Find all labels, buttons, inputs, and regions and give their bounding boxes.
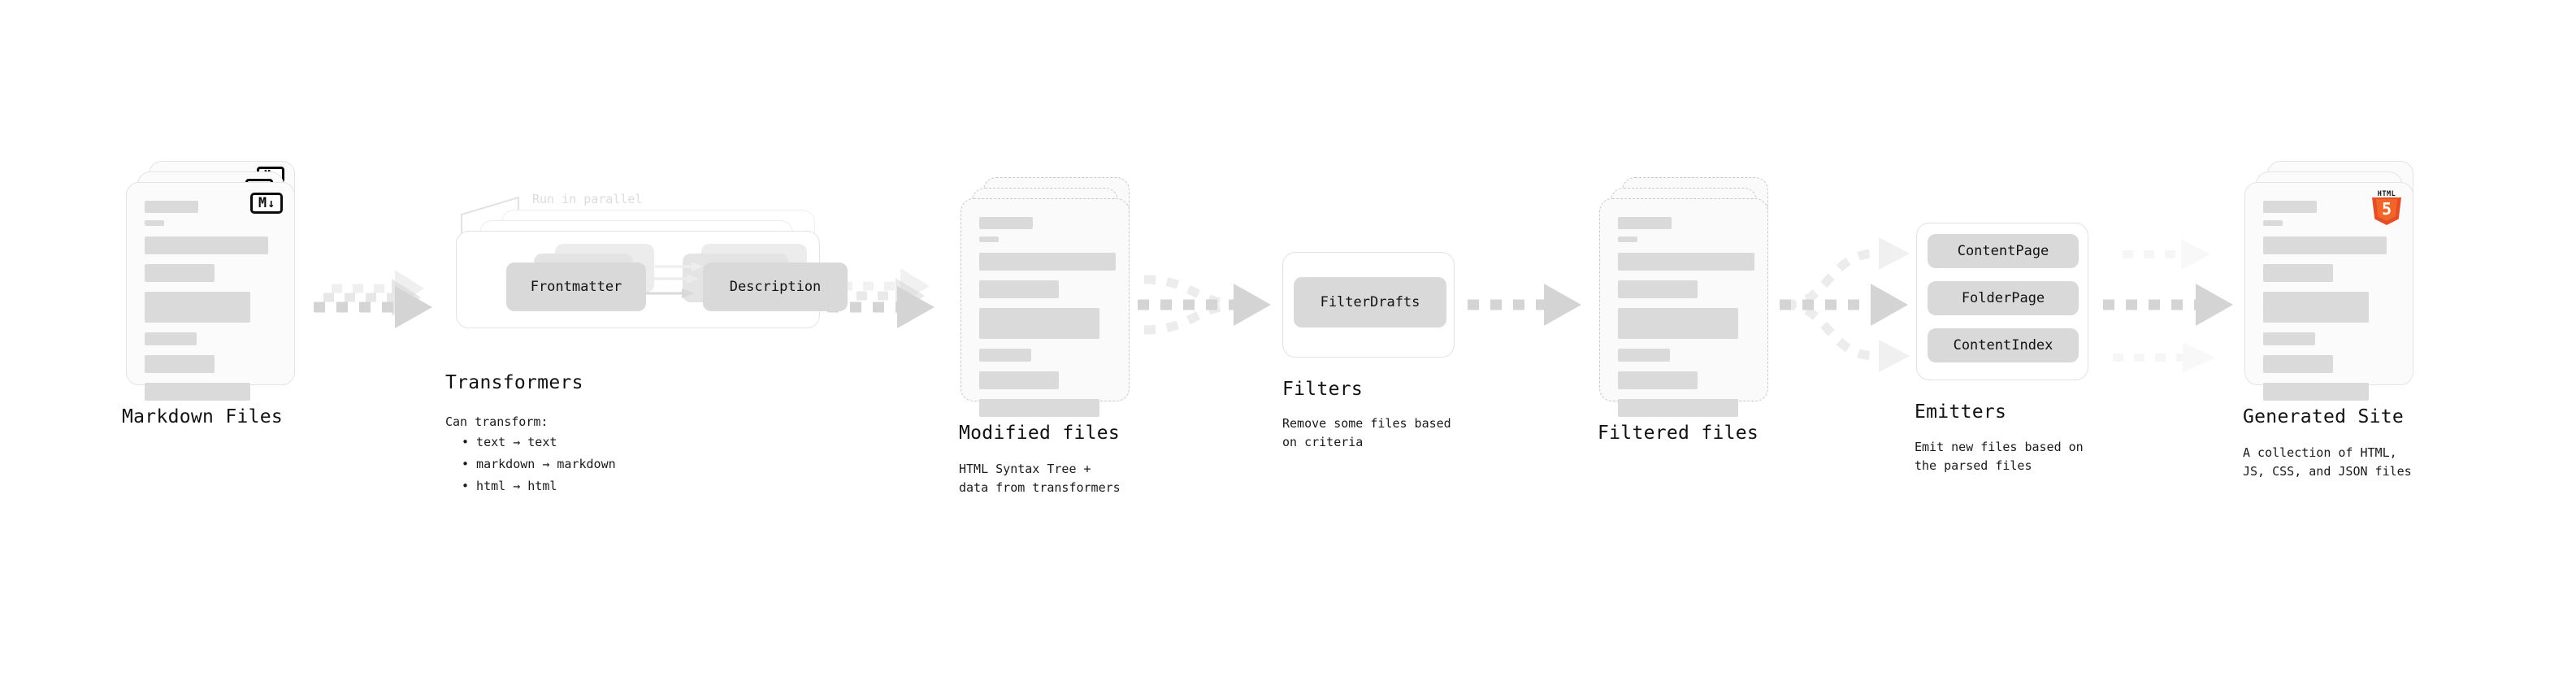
stage-filtered-files: Filtered files [1598, 177, 1772, 444]
markdown-file-stack: M↓ M↓ M↓ [126, 161, 298, 401]
file-content-lines [1618, 217, 1754, 424]
transformer-inner-arrows [644, 262, 703, 298]
transformer-chip-description[interactable]: Description [703, 262, 848, 311]
arrow-markdown-to-transformers [314, 270, 432, 328]
stage-modified-files: Modified files HTML Syntax Tree + data f… [959, 177, 1133, 495]
modified-file-stack [961, 177, 1133, 417]
generated-site-file-stack: CSS HTML 5 [2244, 161, 2417, 401]
file-content-lines [145, 201, 281, 408]
emitter-chip-folderpage[interactable]: FolderPage [1928, 281, 2079, 315]
stage-title-filters: Filters [1282, 379, 1364, 400]
filters-desc: Remove some files based on criteria [1282, 416, 1451, 450]
transformer-chip-frontmatter[interactable]: Frontmatter [506, 262, 646, 311]
stage-title-transformers: Transformers [445, 372, 583, 393]
arrow-modified-to-filters [1138, 275, 1271, 335]
stage-title-generated-site: Generated Site [2243, 406, 2405, 427]
markdown-badge-icon: M↓ [250, 193, 283, 214]
filtered-file-stack [1599, 177, 1772, 417]
modified-file-card-front [961, 198, 1130, 417]
stage-markdown-files: M↓ M↓ M↓ [122, 161, 298, 427]
transformers-desc: Can transform: [445, 414, 549, 429]
generated-site-desc: A collection of HTML, JS, CSS, and JSON … [2243, 445, 2412, 479]
file-content-lines [979, 217, 1116, 424]
arrow-filtered-to-emitters [1780, 237, 1910, 372]
transformers-bullet-0: • text → text [462, 435, 557, 449]
site-file-card-html: HTML 5 [2244, 182, 2413, 401]
md-badge-arrow: ↓ [267, 195, 275, 210]
emitters-desc: Emit new files based on the parsed files [1915, 440, 2084, 474]
stage-title-modified-files: Modified files [959, 423, 1121, 444]
markdown-file-card-front: M↓ [126, 182, 295, 401]
html5-icon: HTML 5 [2372, 190, 2401, 225]
arrow-emitters-to-site [2103, 239, 2233, 373]
filter-chip-filterdrafts[interactable]: FilterDrafts [1294, 277, 1446, 327]
modified-files-desc: HTML Syntax Tree + data from transformer… [959, 462, 1121, 496]
html5-icon-caption: HTML [2377, 190, 2396, 198]
md-badge-letter: M [258, 194, 267, 211]
emitter-chip-contentpage[interactable]: ContentPage [1928, 234, 2079, 268]
transformers-bullet-1: • markdown → markdown [462, 457, 616, 471]
file-content-lines [2263, 201, 2400, 408]
filtered-file-card-front [1599, 198, 1768, 417]
arrow-filters-to-filtered [1468, 284, 1581, 326]
emitter-chip-contentindex[interactable]: ContentIndex [1928, 328, 2079, 362]
stage-title-markdown-files: Markdown Files [122, 406, 284, 427]
stage-title-emitters: Emitters [1915, 401, 2007, 423]
html5-icon-digit: 5 [2381, 199, 2392, 219]
transformers-bullet-2: • html → html [462, 479, 557, 493]
stage-generated-site: CSS HTML 5 [2243, 161, 2417, 479]
stage-title-filtered-files: Filtered files [1598, 423, 1759, 444]
run-in-parallel-label: Run in parallel [532, 192, 643, 206]
